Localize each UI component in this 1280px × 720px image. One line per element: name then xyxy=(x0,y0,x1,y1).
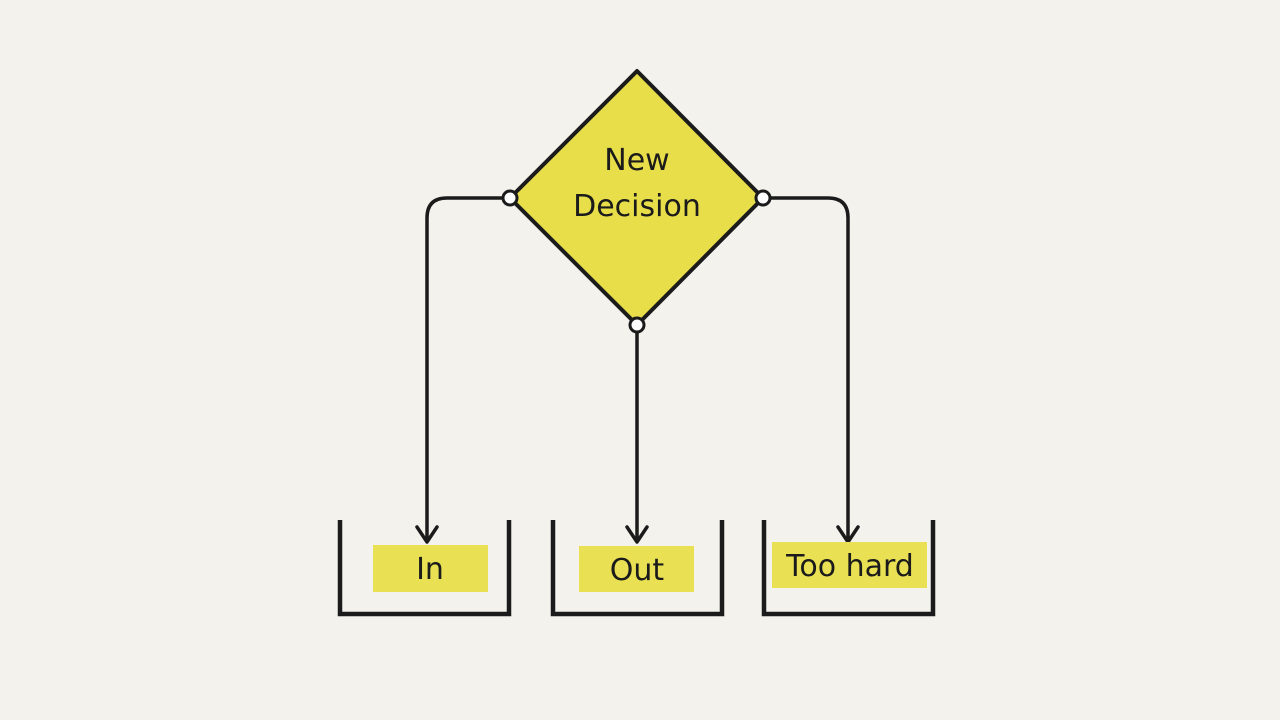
connection-point-bottom[interactable] xyxy=(628,316,646,334)
bin-label-background xyxy=(772,542,927,588)
connector-to-in[interactable] xyxy=(415,196,506,544)
tray-shape xyxy=(550,520,725,617)
decision-label-line1: New xyxy=(604,143,669,178)
arrowhead-icon xyxy=(625,525,649,544)
bin-label: Out xyxy=(610,553,665,588)
arrowhead-icon xyxy=(415,525,439,544)
connection-point-right[interactable] xyxy=(754,189,772,207)
decision-node[interactable]: New Decision xyxy=(508,69,765,327)
bin-out[interactable]: Out xyxy=(550,520,725,617)
bin-label: Too hard xyxy=(785,549,914,584)
tray-shape xyxy=(761,520,936,617)
tray-shape xyxy=(337,520,512,617)
bin-in[interactable]: In xyxy=(337,520,512,617)
bin-label-background xyxy=(579,546,694,592)
connection-point-left[interactable] xyxy=(501,189,519,207)
connector-line xyxy=(768,196,850,539)
connector-line xyxy=(425,196,506,539)
bin-too-hard[interactable]: Too hard xyxy=(761,520,936,617)
decision-label-line2: Decision xyxy=(573,189,701,224)
bin-label: In xyxy=(416,552,444,587)
bin-label-background xyxy=(373,545,488,592)
connector-to-out[interactable] xyxy=(625,330,649,544)
